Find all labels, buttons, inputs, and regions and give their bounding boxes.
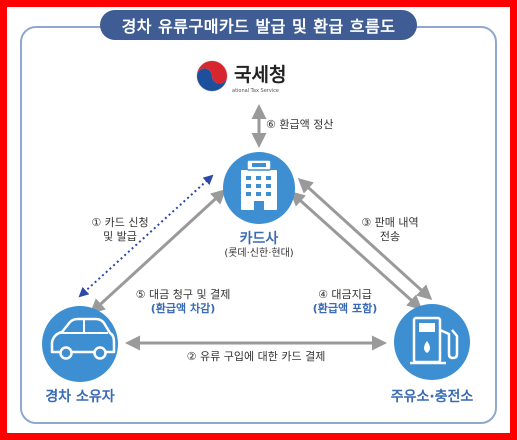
flow-1-line1: ① 카드 신청: [91, 216, 149, 229]
nts-subtitle: ational Tax Service: [232, 88, 280, 94]
nts-name: 국세청: [234, 64, 287, 86]
car-icon: [42, 306, 118, 382]
arrow-billing-payment: [89, 188, 227, 315]
flow-3-line2: 전송: [379, 230, 401, 243]
flow-4-line2: (환급액 포함): [312, 302, 378, 315]
card-company-label: 카드사: [239, 231, 279, 247]
flow-4-line1: ④ 대금지급: [318, 288, 372, 301]
nts-logo-icon: [196, 60, 228, 92]
car-owner-label: 경차 소유자: [45, 389, 115, 405]
diagram-title: 경차 유류구매카드 발급 및 환급 흐름도: [100, 10, 417, 40]
flow-6-label: ⑥ 환급액 정산: [266, 118, 334, 131]
arrow-payment-to-station: [289, 190, 423, 311]
station-label: 주유소·충전소: [390, 389, 474, 405]
gas-station-icon: [394, 304, 470, 380]
flow-5-line2: (환급액 차감): [150, 302, 216, 315]
flow-2-label: ② 유류 구입에 대한 카드 결제: [186, 350, 326, 363]
flow-1-line2: 및 발급: [103, 230, 137, 243]
card-company-icon: [223, 152, 295, 224]
flow-3-line1: ③ 판매 내역: [361, 216, 419, 229]
flow-5-line1: ⑤ 대금 청구 및 결제: [135, 288, 231, 301]
card-company-sub: (롯데·신한·현대): [224, 248, 294, 259]
